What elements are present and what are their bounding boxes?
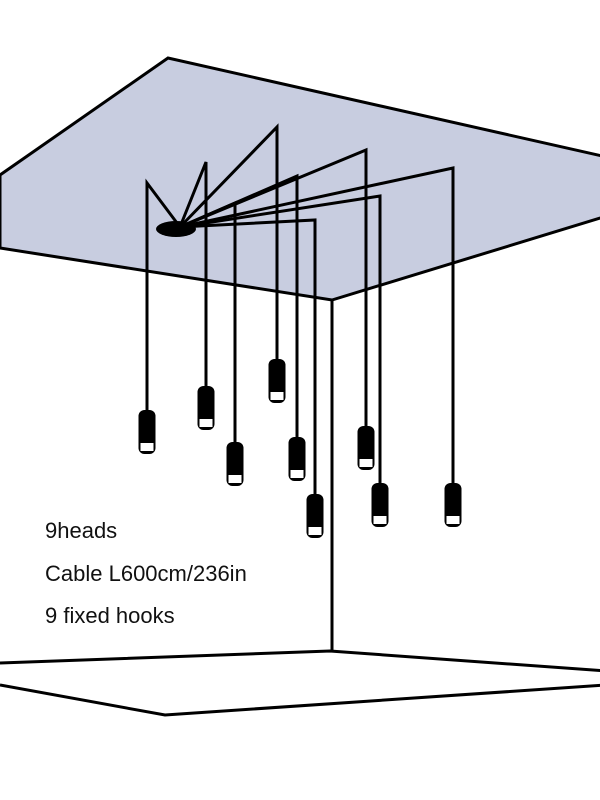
pendant-lamp-3 bbox=[226, 442, 244, 486]
lamps bbox=[138, 359, 462, 538]
lamp-lens bbox=[199, 419, 213, 427]
pendant-lamp-1 bbox=[138, 410, 156, 454]
pendant-lamp-9 bbox=[444, 483, 462, 527]
pendant-lamp-4 bbox=[268, 359, 286, 403]
pendant-lamp-6 bbox=[306, 494, 324, 538]
cable-2 bbox=[178, 161, 208, 386]
lamp-lens bbox=[228, 475, 242, 483]
spec-hooks: 9 fixed hooks bbox=[45, 603, 175, 628]
cable-6 bbox=[179, 218, 317, 494]
lamp-lens bbox=[270, 392, 284, 400]
ceiling bbox=[0, 56, 600, 302]
lamp-lens bbox=[446, 516, 460, 524]
pendant-lamp-8 bbox=[371, 483, 389, 527]
cable-8 bbox=[179, 194, 382, 483]
spec-cable-length: Cable L600cm/236in bbox=[45, 561, 247, 586]
lamp-lens bbox=[290, 470, 304, 478]
pendant-lamp-7 bbox=[357, 426, 375, 470]
floor-back-edge bbox=[0, 649, 600, 673]
lamp-lens bbox=[359, 459, 373, 467]
pendant-lamp-2 bbox=[197, 386, 215, 430]
floor-front-edge bbox=[0, 683, 600, 717]
pendant-lamp-5 bbox=[288, 437, 306, 481]
cable-9 bbox=[179, 166, 455, 483]
spec-heads: 9heads bbox=[45, 518, 118, 543]
lamp-lens bbox=[140, 443, 154, 451]
ceiling-canopy bbox=[156, 221, 196, 237]
lamp-lens bbox=[308, 527, 322, 535]
cables bbox=[145, 123, 455, 494]
cable-1 bbox=[145, 178, 182, 410]
cable-7 bbox=[179, 147, 368, 426]
cable-4 bbox=[178, 123, 279, 359]
lamp-lens bbox=[373, 516, 387, 524]
